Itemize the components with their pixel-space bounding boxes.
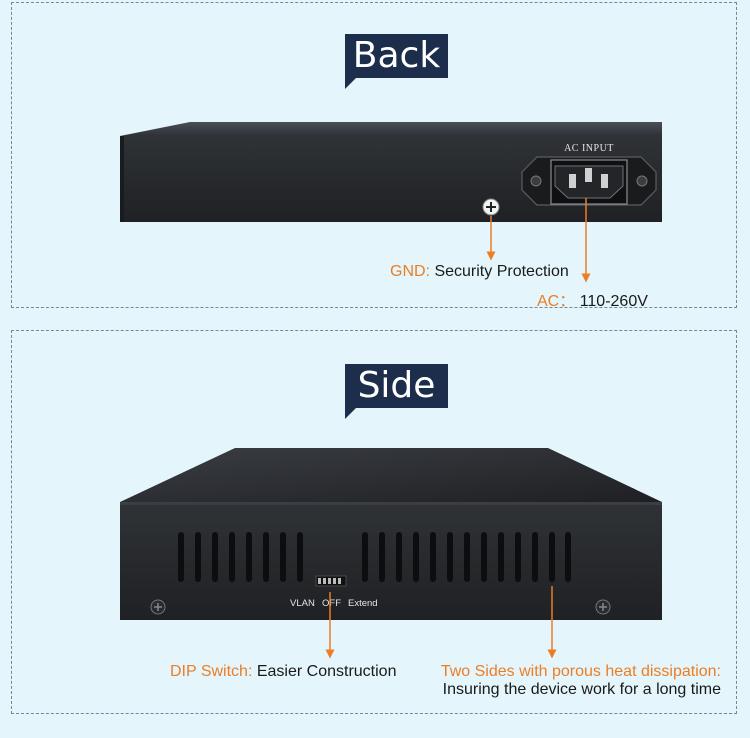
dip-text: Easier Construction bbox=[256, 663, 397, 680]
gnd-text: Security Protection bbox=[434, 263, 569, 280]
side-panel bbox=[11, 330, 737, 714]
dip-label-off: OFF bbox=[322, 598, 341, 609]
vent-slots-left bbox=[178, 532, 303, 582]
heat-label: Two Sides with porous heat dissipation: bbox=[440, 663, 721, 680]
ac-label: AC： bbox=[537, 293, 576, 310]
dip-label: DIP Switch: bbox=[170, 663, 253, 680]
side-screw-right-icon bbox=[595, 599, 611, 615]
dip-label-extend: Extend bbox=[348, 598, 378, 609]
ac-caption: AC： 110-260V bbox=[537, 287, 648, 311]
dip-caption: DIP Switch: Easier Construction bbox=[170, 663, 396, 681]
back-panel bbox=[11, 2, 737, 308]
gnd-label: GND: bbox=[390, 263, 430, 280]
back-title: Back bbox=[345, 34, 448, 89]
heat-text: Insuring the device work for a long time bbox=[442, 681, 721, 698]
ac-input-socket: AC INPUT bbox=[521, 143, 657, 206]
side-switch-body bbox=[120, 448, 662, 620]
side-title: Side bbox=[345, 364, 448, 419]
dip-label-vlan: VLAN bbox=[290, 598, 315, 609]
dip-switch-icon bbox=[315, 575, 347, 587]
ac-text: 110-260V bbox=[579, 293, 648, 310]
vent-slots-right bbox=[362, 532, 571, 582]
heat-caption: Two Sides with porous heat dissipation: … bbox=[441, 663, 721, 699]
gnd-caption: GND: Security Protection bbox=[390, 263, 569, 281]
ground-screw-icon bbox=[482, 198, 500, 216]
ac-input-label: AC INPUT bbox=[564, 143, 614, 154]
side-screw-left-icon bbox=[150, 599, 166, 615]
